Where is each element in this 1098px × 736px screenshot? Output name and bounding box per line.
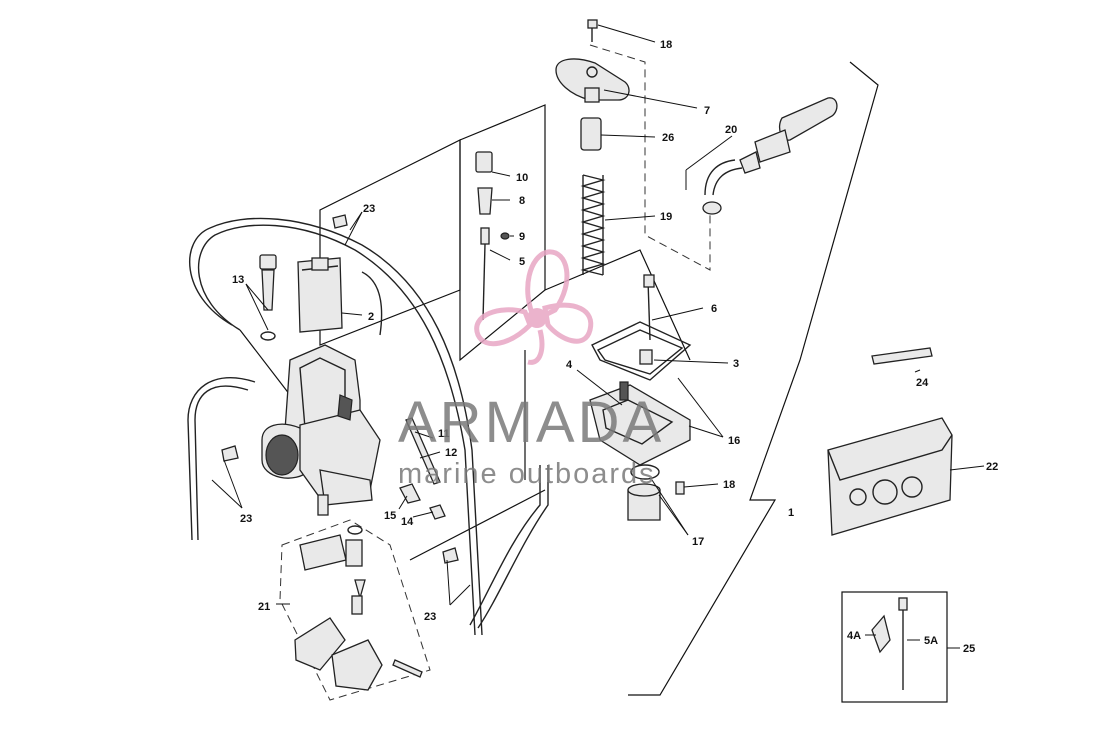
callout-17: 17 <box>692 536 704 548</box>
spring-part <box>580 174 606 276</box>
drain-plug-parts <box>627 464 685 521</box>
leader-lines <box>211 24 985 649</box>
carburetor-body <box>261 344 381 516</box>
vent-hoses <box>187 214 549 636</box>
assembly-outline-1 <box>628 61 879 696</box>
callout-5: 5 <box>519 256 525 268</box>
callout-9: 9 <box>519 231 525 243</box>
callout-16: 16 <box>728 435 740 447</box>
jet-kit-parts <box>294 525 423 691</box>
watermark: ARMADA marine outboards <box>398 249 664 490</box>
top-screw-part <box>587 19 598 42</box>
callout-labels: 18 7 26 20 10 8 9 5 19 23 13 2 6 3 4 24 … <box>232 39 998 655</box>
propeller-logo <box>474 249 594 365</box>
throttle-cable-part <box>685 97 838 215</box>
needle-kit-box <box>841 591 948 703</box>
callout-2: 2 <box>368 311 374 323</box>
callout-12: 12 <box>445 447 457 459</box>
callout-11: 11 <box>438 428 450 440</box>
sleeve-part <box>580 117 602 151</box>
callout-7: 7 <box>704 105 710 117</box>
needle-jet-part <box>259 254 277 341</box>
callout-24: 24 <box>916 377 929 389</box>
callout-18-top: 18 <box>660 39 672 51</box>
top-cap-part <box>555 58 630 103</box>
callout-25: 25 <box>963 643 975 655</box>
watermark-subtitle: marine outboards <box>398 458 656 490</box>
callout-3: 3 <box>733 358 739 370</box>
callout-13: 13 <box>232 274 244 286</box>
needle-parts <box>475 151 510 321</box>
callout-4A: 4A <box>847 630 861 642</box>
callout-20: 20 <box>725 124 737 136</box>
throttle-valve-part <box>297 257 343 333</box>
callout-1: 1 <box>788 507 794 519</box>
callout-23-left: 23 <box>240 513 252 525</box>
callout-23-top: 23 <box>363 203 375 215</box>
callout-19: 19 <box>660 211 672 223</box>
callout-10: 10 <box>516 172 528 184</box>
callout-4: 4 <box>566 359 573 371</box>
callout-21: 21 <box>258 601 270 613</box>
watermark-title: ARMADA <box>398 390 664 455</box>
callout-22: 22 <box>986 461 998 473</box>
parts-bag <box>827 417 953 536</box>
callout-23-bottom: 23 <box>424 611 436 623</box>
callout-18-bottom: 18 <box>723 479 735 491</box>
callout-26: 26 <box>662 132 674 144</box>
callout-15: 15 <box>384 510 396 522</box>
callout-14: 14 <box>401 516 414 528</box>
adjuster-screws <box>399 417 446 520</box>
callout-5A: 5A <box>924 635 938 647</box>
float-bowl-parts <box>589 274 692 466</box>
gasket-tool-part <box>871 347 933 365</box>
callout-8: 8 <box>519 195 525 207</box>
callout-6: 6 <box>711 303 717 315</box>
